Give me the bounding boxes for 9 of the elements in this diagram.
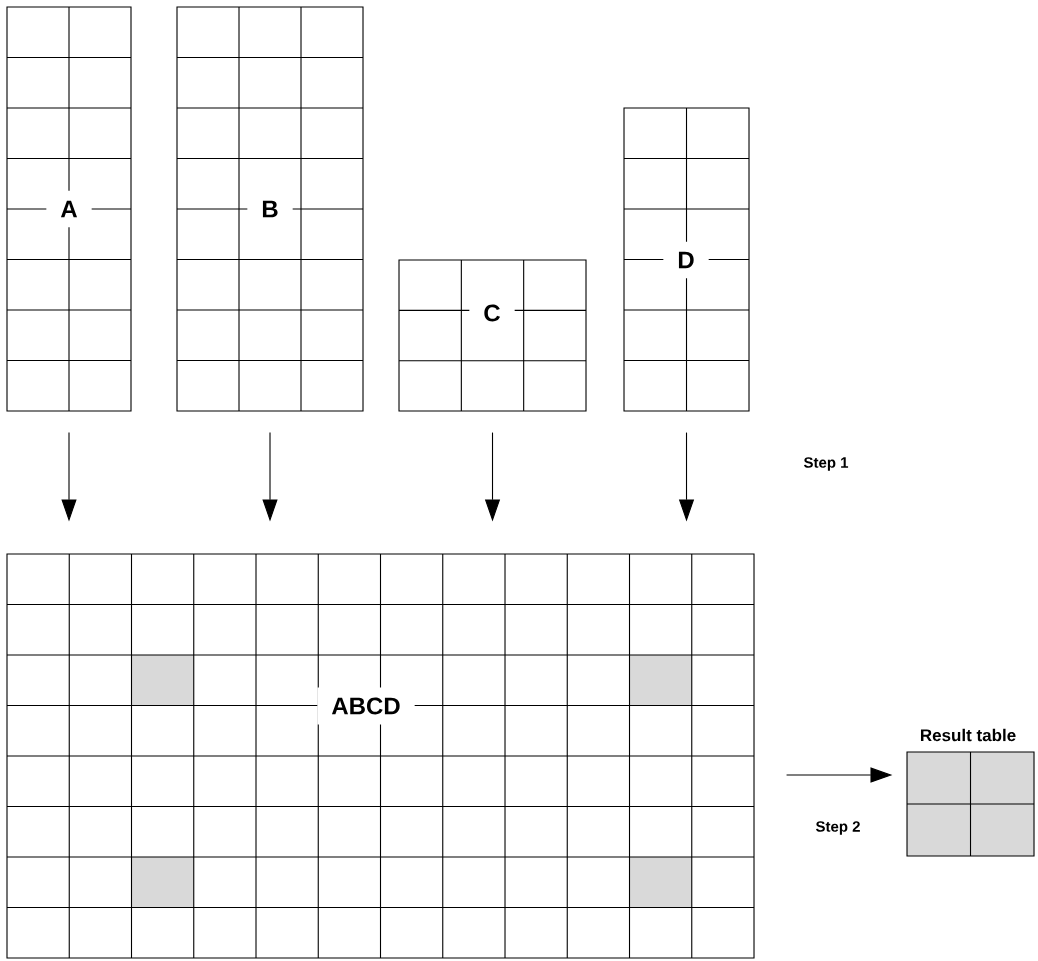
step-label: Step 1 [803,457,849,471]
node-label: Result table [920,728,1016,742]
grid-table: C [398,259,587,412]
edge-label: Step 2 [813,819,863,837]
grid-table: D [623,107,750,412]
grid-table: A [6,6,132,412]
grid-table: B [176,6,364,412]
result-table: Result table [906,728,1035,857]
grid-table: ABCD [6,553,755,959]
